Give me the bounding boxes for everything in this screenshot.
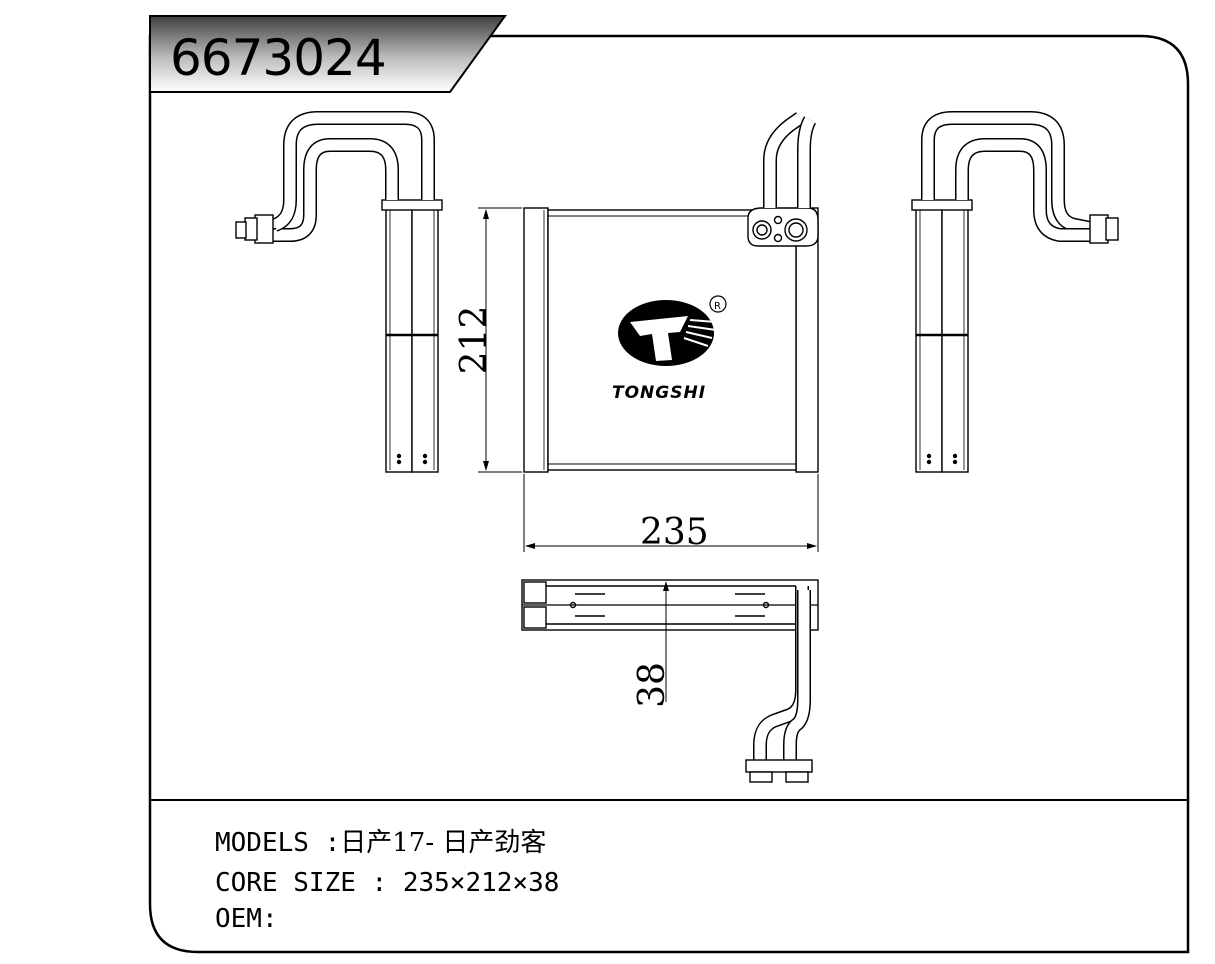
registered-mark: R <box>714 301 721 312</box>
part-number: 6673024 <box>170 29 387 87</box>
oem-label: OEM: <box>215 904 278 934</box>
dim-width-label: 235 <box>640 512 709 553</box>
top-view <box>521 579 819 783</box>
oem-row: OEM: <box>215 902 278 936</box>
tongshi-logo <box>618 295 727 366</box>
models-label: MODELS : <box>215 828 341 858</box>
dim-depth-label: 38 <box>632 662 673 708</box>
sheet-border <box>148 34 1190 954</box>
dim-height-label: 212 <box>454 306 495 375</box>
models-value: 日产17- 日产劲客 <box>340 828 547 858</box>
title-tab <box>149 15 507 93</box>
left-side-view <box>235 111 443 473</box>
right-side-view <box>911 111 1119 473</box>
core-size-row: CORE SIZE : 235×212×38 <box>215 866 559 900</box>
brand-name: TONGSHI <box>612 383 706 403</box>
core-size-label: CORE SIZE : <box>215 868 403 898</box>
models-row: MODELS :日产17- 日产劲客 <box>215 826 546 860</box>
core-size-value: 235×212×38 <box>402 868 560 898</box>
